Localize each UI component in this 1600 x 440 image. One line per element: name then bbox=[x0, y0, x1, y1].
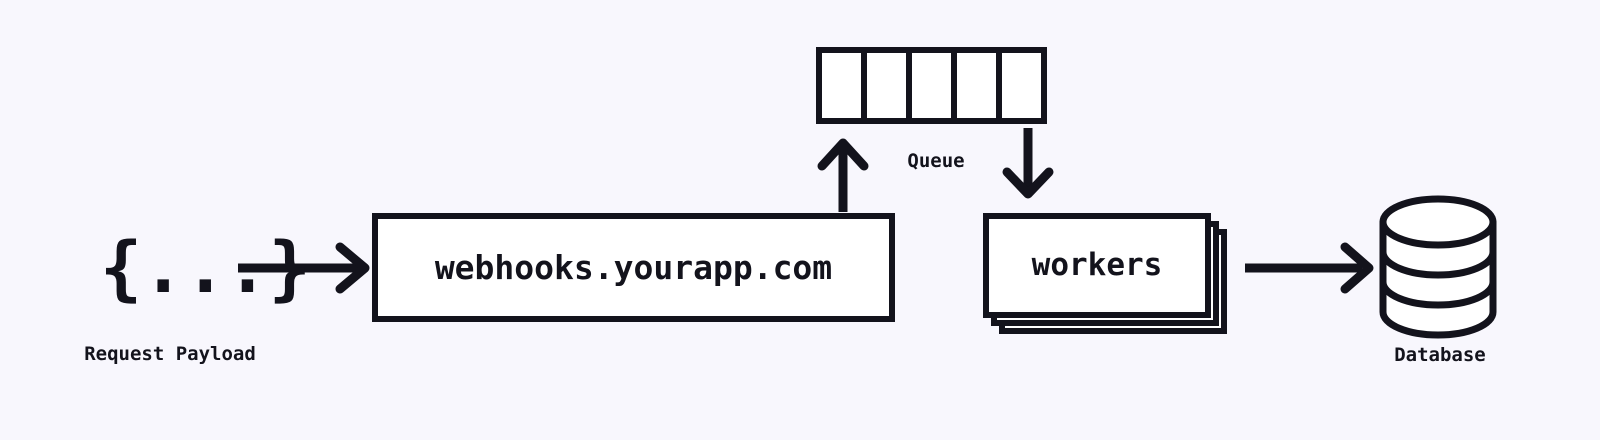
workers-label: workers bbox=[1031, 247, 1163, 283]
request-payload-caption: Request Payload bbox=[84, 343, 256, 365]
database-caption: Database bbox=[1394, 344, 1486, 366]
node-webhooks-endpoint bbox=[372, 213, 895, 322]
edge-endpoint-to-queue bbox=[817, 138, 869, 212]
workers-card-front bbox=[983, 213, 1211, 318]
node-workers bbox=[983, 213, 1227, 334]
request-payload-glyph: {...} bbox=[100, 227, 311, 309]
webhooks-endpoint-label: webhooks.yourapp.com bbox=[434, 248, 833, 287]
queue-caption: Queue bbox=[907, 150, 965, 172]
edge-workers-to-database bbox=[1245, 242, 1374, 294]
node-queue bbox=[816, 47, 1047, 124]
node-database bbox=[1379, 195, 1497, 339]
edge-queue-to-workers bbox=[1002, 128, 1054, 199]
edge-payload-to-endpoint bbox=[238, 242, 370, 294]
